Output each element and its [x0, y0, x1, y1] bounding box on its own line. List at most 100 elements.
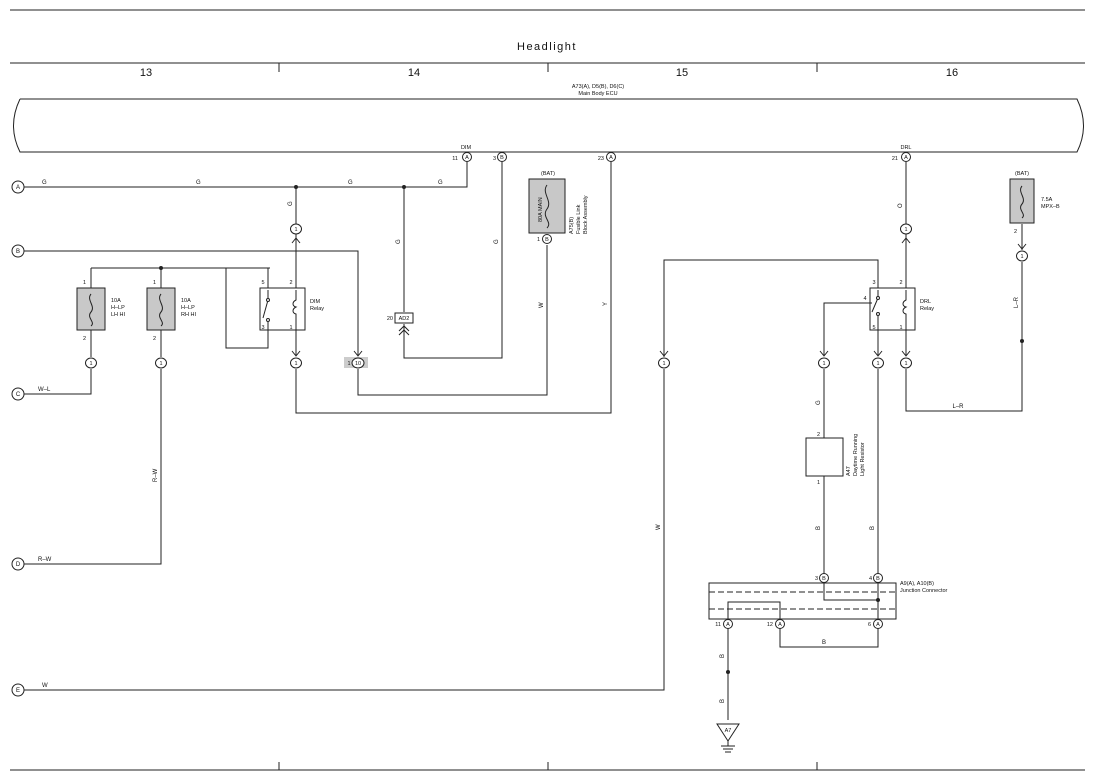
connector-a: A: [16, 185, 20, 191]
fusible-rating: 80A MAIN: [538, 197, 544, 222]
drl-relay-pin-3: 3: [872, 280, 875, 286]
dim-relay-pin-5: 5: [261, 280, 264, 286]
fuse-lh-side: LH HI: [111, 312, 126, 318]
jc-bottom-pin-6-conn: A: [876, 622, 880, 628]
fuse-lh-pin-bottom: 2: [83, 336, 86, 342]
ad2-code: AD2: [399, 316, 410, 322]
column-number-16: 16: [946, 67, 958, 79]
fusible-link-icon: [544, 184, 550, 229]
ecu-pin-3-conn: B: [500, 155, 504, 161]
fuse-rh-hi: 1 2 10A H–LP RH HI 1: [146, 280, 196, 369]
ecu-pin-3-num: 3: [493, 156, 496, 162]
drl-relay-pin-2: 2: [899, 280, 902, 286]
ground-a7: A7: [716, 723, 740, 753]
fuse-rh-side: RH HI: [181, 312, 196, 318]
jc-top-pin-3-conn: B: [822, 576, 826, 582]
mpx-amp: 7.5A: [1041, 197, 1053, 203]
fuse-lh-splice: 1: [89, 361, 92, 367]
ecu-pin-drl-label: DRL: [900, 145, 911, 151]
drl-relay-pin-5: 5: [872, 325, 875, 331]
ecu-pin-23-num: 23: [598, 156, 604, 162]
jc-top-pin-4-num: 4: [869, 576, 872, 582]
junction-connector: A9(A), A10(B) Junction Connector 3 B 4 B…: [708, 573, 948, 629]
wire-color-mid-g1: G: [396, 239, 402, 244]
dim-relay-name: DIM: [310, 299, 321, 305]
fusible-conn: B: [545, 237, 549, 243]
wire-color-d-vert: R–W: [153, 468, 159, 482]
mpx-name: MPX–B: [1041, 204, 1060, 210]
fuse-lh-hi: 1 2 10A H–LP LH HI 1: [76, 280, 126, 369]
fuse-icon: [1020, 185, 1024, 219]
relay-coil-icon: [902, 290, 908, 330]
relay-coil-icon: [292, 290, 298, 330]
dim-relay-pin-1: 1: [289, 325, 292, 331]
ad2-pin: 20: [387, 316, 393, 322]
jc-top-pin-4-conn: B: [876, 576, 880, 582]
fuse-icon: [89, 293, 93, 327]
connector-arrow-icon: [398, 325, 410, 336]
fuse-rh-name: H–LP: [181, 305, 195, 311]
wire-color-e-vert: W: [656, 524, 662, 530]
wire-color-y: Y: [603, 302, 609, 306]
drl-relay-splice-top: 1: [904, 227, 907, 233]
ground-code: A7: [725, 728, 732, 734]
wire-color-ground-b2: B: [720, 699, 726, 703]
wire-color-d-out: R–W: [38, 557, 52, 563]
dim-relay-pin-2: 2: [289, 280, 292, 286]
wire-color-jc-bottom: B: [822, 640, 826, 646]
jc-name: Junction Connector: [900, 588, 948, 594]
drl-splice-bottom-2: 1: [876, 361, 879, 367]
splice-10-pin: 1: [347, 361, 350, 367]
fuse-lh-pin-top: 1: [83, 280, 86, 286]
ecu-pins: DIM 11 A 3 B 23 A DRL 21 A: [452, 145, 912, 162]
fuse-icon: [159, 293, 163, 327]
fusible-name2: Block Assembly: [583, 195, 589, 234]
drl-relay-sub: Relay: [920, 306, 934, 312]
wire-color-mid-g2: G: [494, 239, 500, 244]
mpx-b-fuse: (BAT) 7.5A MPX–B 2 1: [1009, 171, 1060, 262]
jc-bottom-pin-11-num: 11: [715, 622, 721, 628]
wire-color-sensor-bottom: B: [816, 526, 822, 530]
fuse-rh-splice: 1: [159, 361, 162, 367]
splice-10-num: 10: [355, 361, 361, 367]
column-number-15: 15: [676, 67, 688, 79]
connector-d: D: [16, 562, 21, 568]
resistor-pin-top: 2: [817, 432, 820, 438]
ground-icon: [716, 723, 740, 742]
mpx-splice: 1: [1020, 254, 1023, 260]
fuse-rh-pin-bottom: 2: [153, 336, 156, 342]
drl-splice-bottom-3: 1: [904, 361, 907, 367]
wire-color-dim-vertical: G: [288, 201, 294, 206]
column-number-14: 14: [408, 67, 420, 79]
fusible-link-block: (BAT) 80A MAIN A75(B) Fusible Link Block…: [528, 171, 589, 244]
mpx-pin: 2: [1014, 229, 1017, 235]
resistor-name1: Daytime Running: [853, 434, 859, 476]
side-connectors: A B C D E: [11, 180, 25, 697]
wires: [24, 162, 1024, 720]
resistor-code: A47: [846, 466, 852, 476]
dim-relay-pin-3: 3: [261, 325, 264, 331]
connector-e: E: [16, 688, 20, 694]
wire-color-lr-bottom: L–R: [952, 404, 964, 410]
ecu-codes: A73(A), D5(B), D6(C): [572, 84, 624, 90]
fuse-lh-amp: 10A: [111, 298, 121, 304]
dim-relay-splice-bottom: 1: [294, 361, 297, 367]
wire-color-mpx-vert: L–R: [1014, 296, 1020, 308]
resistor-pin-bottom: 1: [817, 480, 820, 486]
fusible-bat: (BAT): [541, 171, 555, 177]
connector-c: C: [16, 392, 21, 398]
connector-b: B: [16, 249, 20, 255]
jc-bottom-pin-6-num: 6: [868, 622, 871, 628]
ecu-pin-23-conn: A: [609, 155, 613, 161]
jc-bottom-pin-12-num: 12: [767, 622, 773, 628]
ecu-pin-11-conn: A: [465, 155, 469, 161]
ecu-pin-21-conn: A: [904, 155, 908, 161]
drl-relay: 3 2 4 5 1 DRL Relay 1 1 1 1: [818, 223, 934, 369]
jc-codes: A9(A), A10(B): [900, 581, 934, 587]
column-number-13: 13: [140, 67, 152, 79]
wire-color-fusible-out: W: [539, 302, 545, 308]
drl-splice-bottom-1: 1: [822, 361, 825, 367]
splice-10: 1 10: [344, 350, 368, 369]
drl-relay-pin-4: 4: [863, 296, 866, 302]
